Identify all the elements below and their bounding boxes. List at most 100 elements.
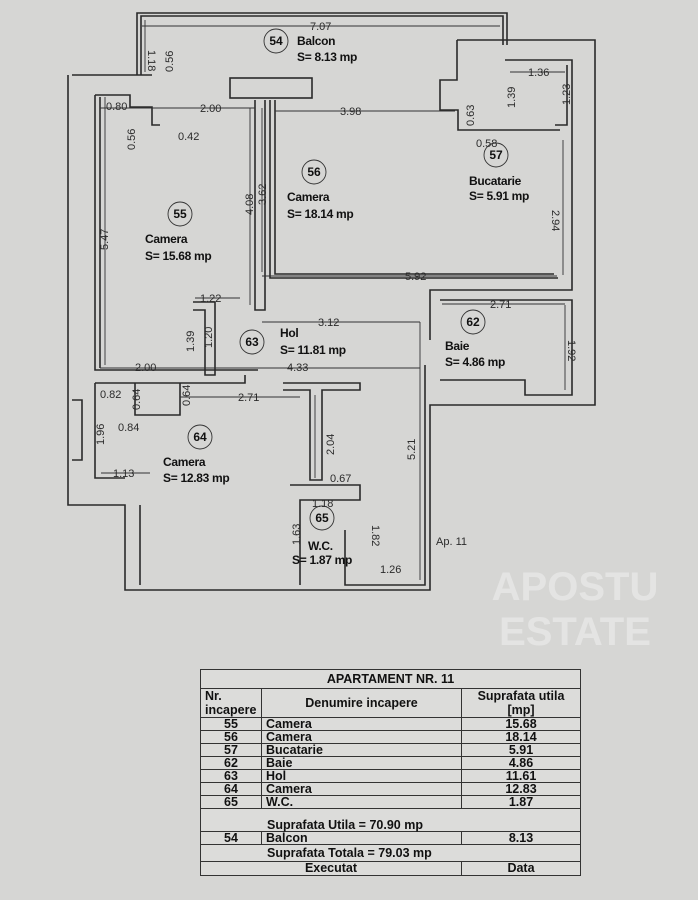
dim-label: 2.00 [135,362,156,374]
dim-label: 1.13 [113,468,134,480]
dim-label: 0.42 [178,131,199,143]
room-area: S= 15.68 mp [145,249,211,263]
room-number: 57 [489,148,503,162]
room-area: S= 1.87 mp [292,553,352,567]
dim-label: 0.84 [118,422,139,434]
dim-label: 1.20 [203,327,215,348]
cell-name: Hol [261,769,462,783]
room-number: 62 [466,315,480,329]
cell-nr: 64 [200,782,262,796]
dim-label: 1.63 [291,524,303,545]
dim-label: 1.22 [200,293,221,305]
walls [67,12,596,591]
cell-nr: 63 [200,769,262,783]
floor-plan: 7.07 1.18 0.56 0.80 2.00 0.42 0.56 3.98 … [67,12,659,654]
dim-label: 1.39 [185,331,197,352]
dim-label: 0.82 [100,389,121,401]
watermark-text: ESTATE [499,610,651,654]
cell-area: 4.86 [461,756,581,770]
room-name: Balcon [297,34,335,48]
room-65: 65 W.C. S= 1.87 mp [292,505,352,567]
room-name: Camera [145,232,188,246]
cell-nr: 62 [200,756,262,770]
dim-label: 0.67 [330,473,351,485]
dim-label: 0.56 [126,129,138,150]
table-title: APARTAMENT NR. 11 [200,669,581,689]
footer-date: Data [461,861,581,876]
dim-label: 0.63 [465,105,477,126]
cell-name: Baie [261,756,462,770]
dim-label: 1.23 [561,84,573,105]
room-number: 64 [193,430,207,444]
cell-name: Camera [261,782,462,796]
cell-area: 5.91 [461,743,581,757]
dim-label: 0.58 [476,138,497,150]
room-name: Camera [163,455,206,469]
useful-total: Suprafata Utila = 70.90 mp [200,808,581,832]
cell-nr: 54 [200,831,262,845]
dim-label: 1.36 [528,67,549,79]
grand-total: Suprafata Totala = 79.03 mp [200,844,581,862]
room-name: Camera [287,190,330,204]
room-62: 62 Baie S= 4.86 mp [445,309,505,369]
room-56: 56 Camera S= 18.14 mp [287,159,354,221]
dim-label: 1.96 [95,424,107,445]
dim-label: 0.80 [106,101,127,113]
cell-name: Camera [261,730,462,744]
room-name: Bucatarie [469,174,522,188]
room-area: S= 12.83 mp [163,471,229,485]
header-area: Suprafata utila [mp] [461,688,581,718]
dim-label: 4.33 [287,362,308,374]
dim-label: 1.92 [565,340,577,361]
cell-name: Balcon [261,831,462,845]
room-57: 57 Bucatarie S= 5.91 mp [469,142,529,203]
room-54: 54 Balcon S= 8.13 mp [263,28,357,64]
dim-label: 2.71 [238,392,259,404]
cell-area: 8.13 [461,831,581,845]
dim-label: 3.98 [340,106,361,118]
dim-label: 2.04 [325,434,337,455]
dim-label: 0.64 [181,385,193,406]
cell-area: 18.14 [461,730,581,744]
room-name: Baie [445,339,470,353]
room-number: 56 [307,165,321,179]
dim-label: 1.26 [380,564,401,576]
watermark-logo: APOSTU ESTATE [492,565,659,654]
room-area: S= 8.13 mp [297,50,357,64]
cell-nr: 56 [200,730,262,744]
room-number: 55 [173,207,187,221]
dim-label: 2.94 [549,210,561,231]
cell-name: Camera [261,717,462,731]
room-64: 64 Camera S= 12.83 mp [163,424,230,485]
dim-label: 2.00 [200,103,221,115]
room-number: 65 [315,511,329,525]
watermark-text: APOSTU [492,565,659,609]
area-table: APARTAMENT NR. 11 Nr. incapere Denumire … [200,669,581,876]
dim-label: 0.56 [164,51,176,72]
cell-area: 12.83 [461,782,581,796]
cell-area: 1.87 [461,795,581,809]
dim-label: 3.12 [318,317,339,329]
dim-label: 5.21 [406,439,418,460]
header-nr: Nr. incapere [200,688,262,718]
dim-label: 1.39 [506,87,518,108]
dim-label: 5.92 [405,271,426,283]
cell-name: Bucatarie [261,743,462,757]
room-name: Hol [280,326,298,340]
dim-label: 2.71 [490,299,511,311]
room-area: S= 5.91 mp [469,189,529,203]
dim-label: 0.64 [131,389,143,410]
cell-nr: 57 [200,743,262,757]
room-55: 55 Camera S= 15.68 mp [145,201,212,263]
dim-label: 3.62 [257,184,269,205]
footer-executed: Executat [200,861,462,876]
apartment-tag: Ap. 11 [436,536,467,548]
